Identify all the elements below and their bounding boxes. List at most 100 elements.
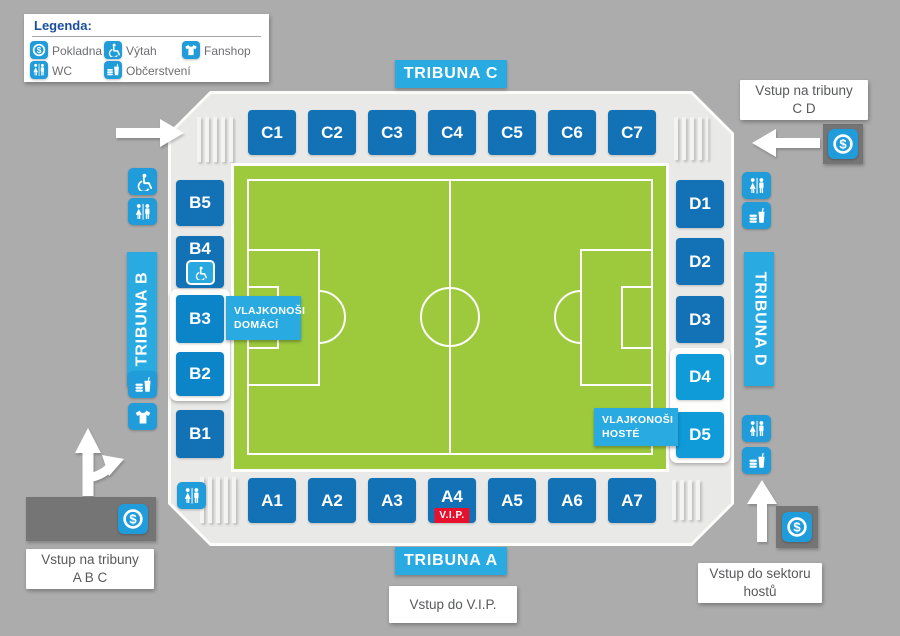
wc-icon	[177, 482, 206, 509]
section-label: B5	[189, 193, 211, 212]
section-d4[interactable]: D4	[676, 354, 724, 400]
section-b2[interactable]: B2	[176, 352, 224, 396]
entrance-label-vip: Vstup do V.I.P.	[389, 586, 517, 623]
section-d3[interactable]: D3	[676, 296, 724, 343]
section-d2[interactable]: D2	[676, 238, 724, 285]
flag-label-line: VLAJKONOŠI	[602, 413, 674, 426]
section-a6[interactable]: A6	[548, 478, 596, 523]
section-c7[interactable]: C7	[608, 110, 656, 155]
cash-icon	[782, 512, 812, 542]
legend-label: Fanshop	[204, 44, 251, 58]
entrance-text-line: Vstup na tribuny	[41, 552, 139, 568]
elevator-icon	[128, 168, 157, 195]
wheelchair-access-icon	[185, 260, 215, 285]
section-b1[interactable]: B1	[176, 410, 224, 458]
refreshments-icon	[742, 447, 771, 474]
legend-title: Legenda:	[34, 18, 92, 33]
home-flag-bearers-label: VLAJKONOŠI DOMÁCÍ	[226, 296, 306, 340]
ticket-office-pad-abc	[26, 497, 156, 541]
section-label: B4	[189, 239, 211, 258]
legend-divider	[32, 36, 261, 37]
entrance-text-line: Vstup do sektoru	[709, 566, 811, 582]
section-label: D5	[689, 425, 711, 444]
legend-label: Pokladna	[52, 44, 103, 58]
entrance-label-abc: Vstup na tribuny A B C	[26, 549, 154, 589]
ticket-office-pad-cd	[823, 124, 863, 164]
entrance-text-line: A B C	[72, 570, 108, 585]
refreshments-icon	[104, 61, 122, 79]
section-d5[interactable]: D5	[676, 412, 724, 458]
section-label: A7	[621, 490, 643, 510]
entrance-text-line: hostů	[743, 584, 777, 599]
cash-icon	[118, 504, 148, 534]
entry-arrow-fork-icon	[75, 428, 124, 496]
legend: Legenda: Pokladna Výtah Fanshop WC Občer…	[24, 14, 269, 82]
section-label: A5	[501, 490, 523, 510]
turnstile-gate-northeast	[674, 117, 708, 160]
flag-label-line: DOMÁCÍ	[234, 319, 279, 331]
turnstile-gate-southeast	[672, 480, 704, 520]
entrance-label-guests: Vstup do sektoru hostů	[698, 563, 822, 603]
legend-label: Občerstvení	[126, 64, 191, 78]
section-label: C5	[501, 122, 523, 142]
section-label: D3	[689, 309, 711, 329]
flag-label-line: HOSTÉ	[602, 428, 640, 440]
section-label: A1	[261, 490, 283, 510]
section-label: C1	[261, 122, 283, 142]
turnstile-gate-northwest	[197, 117, 235, 162]
section-b5[interactable]: B5	[176, 180, 224, 226]
wc-icon	[742, 172, 771, 199]
section-c5[interactable]: C5	[488, 110, 536, 155]
section-a4-vip[interactable]: A4 V.I.P.	[428, 478, 476, 523]
entry-arrow-left-icon	[752, 129, 820, 157]
stand-label-tribuna-c: TRIBUNA C	[395, 60, 507, 88]
section-b4[interactable]: B4	[176, 236, 224, 288]
wc-icon	[30, 61, 48, 79]
fanshop-icon	[182, 41, 200, 59]
section-label: C3	[381, 122, 403, 142]
section-label: A3	[381, 490, 403, 510]
section-a7[interactable]: A7	[608, 478, 656, 523]
stand-label-tribuna-d: TRIBUNA D	[744, 252, 774, 386]
section-label: A6	[561, 490, 583, 510]
fanshop-icon	[128, 403, 157, 430]
refreshments-icon	[742, 202, 771, 229]
section-label: C4	[441, 122, 463, 142]
section-label: C2	[321, 122, 343, 142]
legend-label: WC	[52, 64, 72, 78]
section-d1[interactable]: D1	[676, 180, 724, 228]
vip-badge: V.I.P.	[434, 508, 470, 523]
section-label: A4	[441, 486, 463, 506]
section-a5[interactable]: A5	[488, 478, 536, 523]
section-a3[interactable]: A3	[368, 478, 416, 523]
section-label: D2	[689, 251, 711, 271]
section-b3[interactable]: B3	[176, 295, 224, 343]
section-c6[interactable]: C6	[548, 110, 596, 155]
turnstile-gate-southwest	[200, 477, 240, 523]
section-c2[interactable]: C2	[308, 110, 356, 155]
cash-icon	[828, 129, 858, 159]
ticket-office-pad-guests	[776, 506, 818, 548]
section-label: B3	[189, 309, 211, 328]
section-label: B2	[189, 364, 211, 383]
section-label: D4	[689, 367, 711, 386]
section-c3[interactable]: C3	[368, 110, 416, 155]
entry-arrow-up-icon	[747, 480, 777, 542]
section-label: B1	[189, 424, 211, 443]
stand-label-tribuna-b: TRIBUNA B	[127, 252, 157, 386]
stand-label-tribuna-a: TRIBUNA A	[395, 547, 507, 575]
section-c4[interactable]: C4	[428, 110, 476, 155]
section-a2[interactable]: A2	[308, 478, 356, 523]
cash-icon	[30, 41, 48, 59]
guest-flag-bearers-label: VLAJKONOŠI HOSTÉ	[594, 408, 678, 446]
section-a1[interactable]: A1	[248, 478, 296, 523]
wc-icon	[742, 415, 771, 442]
refreshments-icon	[128, 371, 157, 398]
entrance-text-line: C D	[792, 101, 816, 116]
elevator-icon	[104, 41, 122, 59]
section-label: A2	[321, 490, 343, 510]
section-c1[interactable]: C1	[248, 110, 296, 155]
flag-label-line: VLAJKONOŠI	[234, 304, 306, 317]
entry-arrow-right-icon	[116, 119, 184, 147]
legend-label: Výtah	[126, 44, 157, 58]
